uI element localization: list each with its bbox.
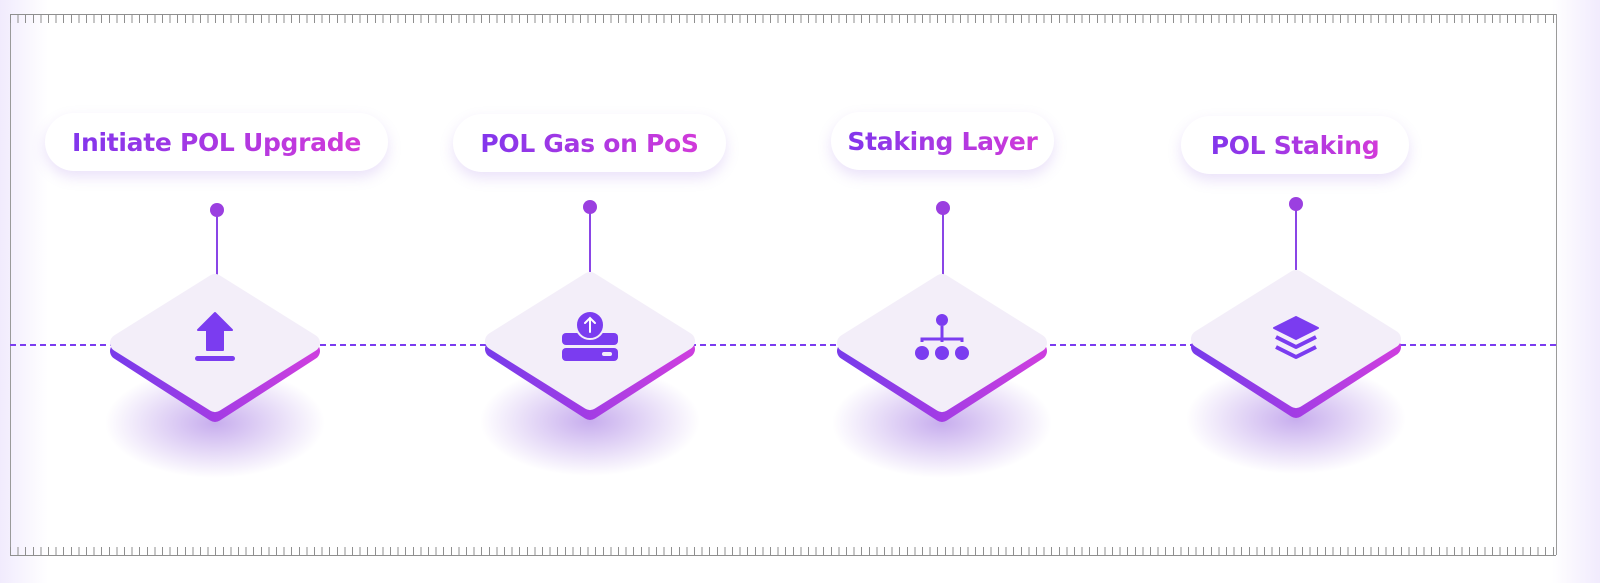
step-4-text: POL Staking	[1210, 130, 1380, 160]
step-3-label: Staking Layer	[831, 112, 1054, 170]
step-2-connector	[583, 200, 597, 283]
bottom-ruler	[10, 547, 1556, 556]
step-4-connector	[1289, 197, 1303, 281]
upload-icon	[195, 312, 235, 361]
step-1-label: Initiate POL Upgrade	[45, 113, 388, 171]
step-1-diamond	[105, 283, 325, 478]
hierarchy-icon	[915, 314, 969, 360]
layers-icon	[1273, 316, 1319, 359]
step-1-text: Initiate POL Upgrade	[71, 127, 362, 157]
step-1-connector	[210, 203, 224, 287]
step-4-diamond	[1186, 279, 1406, 474]
step-2-text: POL Gas on PoS	[480, 128, 699, 158]
step-3-diamond	[832, 283, 1052, 478]
top-ruler	[10, 14, 1556, 23]
ruler-frame	[10, 14, 1557, 555]
server-upload-icon	[562, 310, 618, 361]
step-4-label: POL Staking	[1181, 116, 1409, 174]
step-3-connector	[936, 201, 950, 285]
step-2-diamond	[480, 281, 700, 476]
step-2-label: POL Gas on PoS	[453, 114, 726, 172]
step-3-text: Staking Layer	[847, 126, 1038, 156]
